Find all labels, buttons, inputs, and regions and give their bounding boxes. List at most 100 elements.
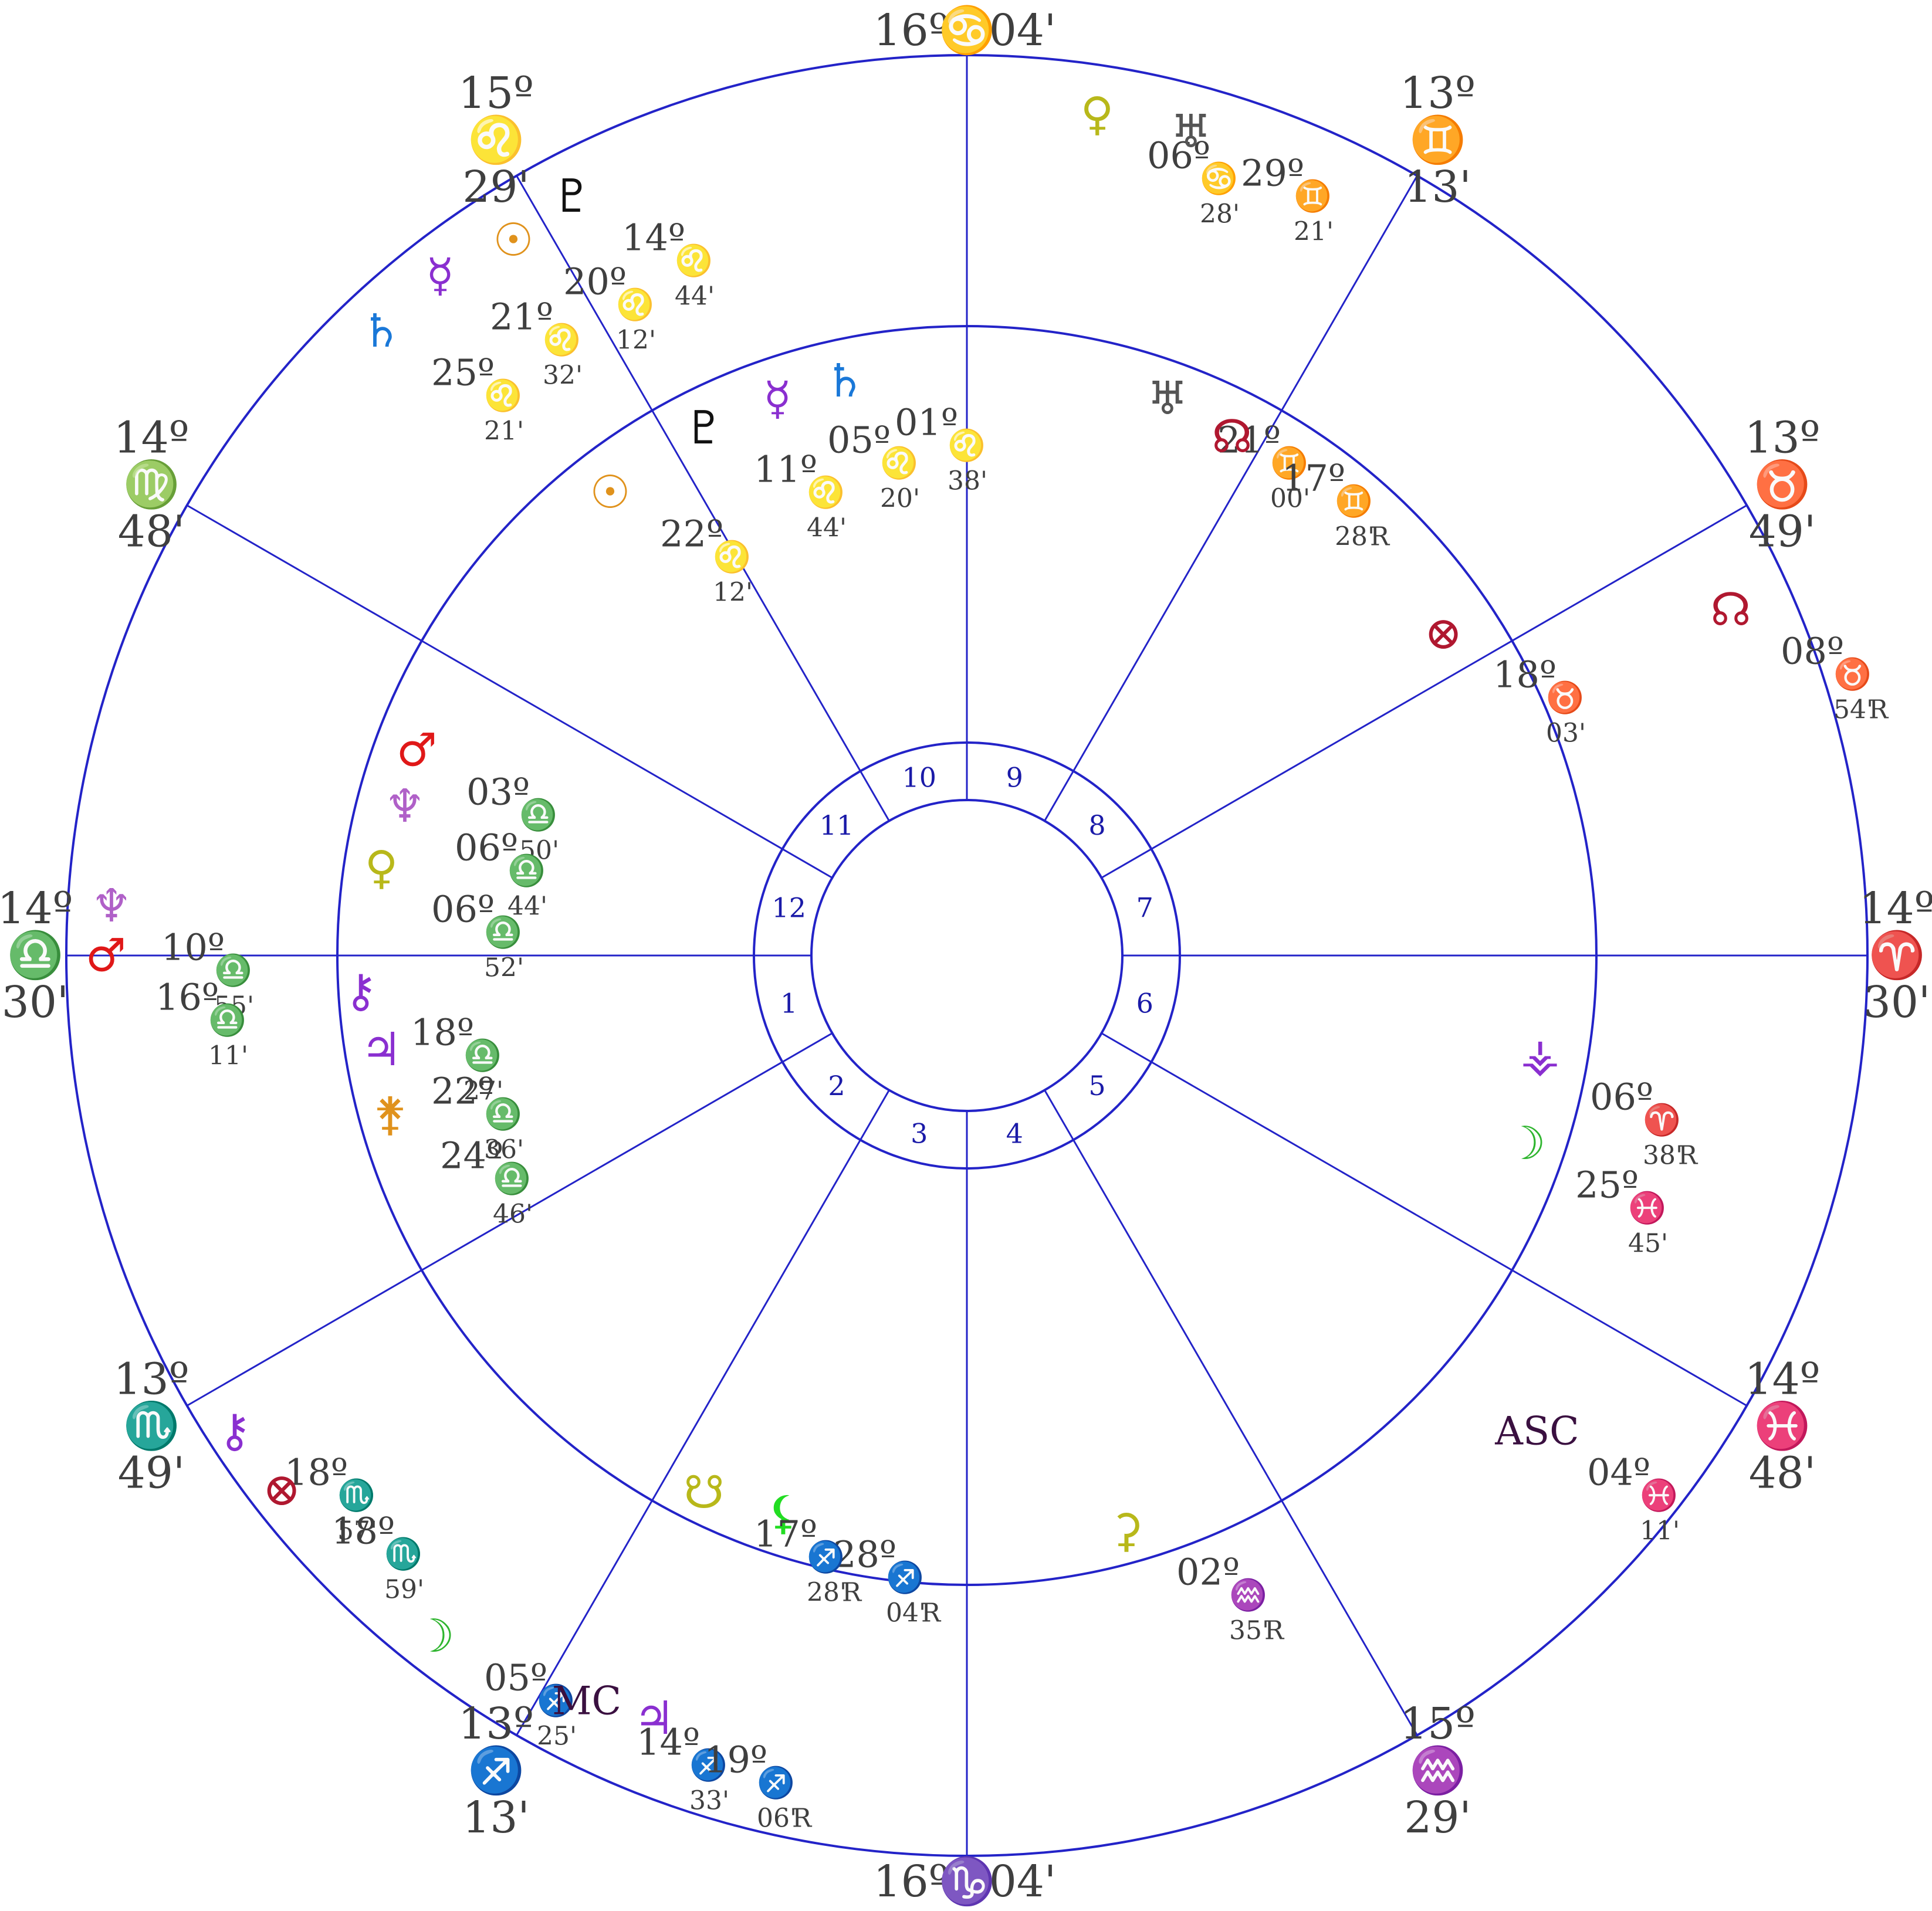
fortune-sign-icon: ♏ bbox=[384, 1536, 422, 1572]
mercury-sign-icon: ♌ bbox=[543, 322, 581, 358]
inner-body-vertex: ⚶06º♈38'R bbox=[1521, 1029, 1698, 1171]
inner-body-chiron: ⚷18º♎27' bbox=[344, 965, 503, 1106]
uranus-minute: 21' bbox=[1294, 217, 1334, 247]
mercury-icon: ☿ bbox=[426, 249, 454, 302]
southnode-degree: 17º bbox=[754, 1513, 817, 1556]
cusp-minute: 13' bbox=[1404, 162, 1471, 212]
chiron-sign-icon: ♎ bbox=[463, 1038, 502, 1073]
saturn-sign-icon: ♌ bbox=[484, 378, 522, 414]
inner-body-node: ☊17º♊28'R bbox=[1212, 411, 1390, 552]
moon-sign-icon: ♓ bbox=[1628, 1190, 1666, 1226]
neptune-degree: 10º bbox=[161, 926, 225, 969]
fortune-minute: 03' bbox=[1546, 719, 1586, 748]
cusp-sign-icon: ♐ bbox=[468, 1744, 525, 1797]
cusp-minute: 48' bbox=[118, 507, 185, 557]
southnode-minute: 28' bbox=[807, 1578, 847, 1608]
inner-body-mercury: ☿05º♌20' bbox=[763, 372, 920, 514]
outer-body-jupiter: ♃19º♐06'R bbox=[634, 1692, 813, 1834]
sun-sign-icon: ♌ bbox=[713, 539, 751, 575]
house-cusp-line bbox=[186, 504, 833, 879]
saturn-icon: ♄ bbox=[361, 305, 402, 358]
house-number-12: 12 bbox=[772, 892, 806, 924]
house-cusp-line bbox=[516, 1089, 890, 1736]
cusp-sign-icon: ♒ bbox=[1409, 1744, 1466, 1797]
pluto-icon: ♇ bbox=[684, 402, 725, 455]
ceres-degree: 02º bbox=[1176, 1551, 1240, 1594]
pluto-sign-icon: ♌ bbox=[807, 475, 845, 510]
node-sign-icon: ♉ bbox=[1833, 656, 1872, 692]
pluto-minute: 44' bbox=[675, 282, 715, 311]
inner-body-ceres: ⚳02º♒35'R bbox=[1109, 1505, 1285, 1646]
cusp-minute: 04' bbox=[989, 5, 1057, 56]
inner-body-fortune: ⊗18º♉03' bbox=[1424, 607, 1586, 748]
cusp-label: 16º♑04' bbox=[874, 1855, 1057, 1908]
venus-sign-icon: ♋ bbox=[1200, 161, 1238, 196]
jupiter-minute: 06' bbox=[757, 1804, 797, 1834]
mc-sign-icon: ♐ bbox=[689, 1747, 728, 1783]
cusp-sign-icon: ♎ bbox=[6, 929, 63, 982]
house-number-ring bbox=[753, 741, 1181, 1170]
uranus-icon: ♅ bbox=[1170, 106, 1212, 158]
inner-body-southnode: ☋17º♐28'R bbox=[684, 1466, 862, 1608]
southnode-icon: ☋ bbox=[684, 1466, 724, 1519]
fortune-sign-icon: ♉ bbox=[1546, 680, 1584, 716]
cusp-label: 14º♈30' bbox=[1859, 883, 1932, 1028]
cusp-label: 13º♊13' bbox=[1400, 68, 1476, 212]
mercury-minute: 20' bbox=[880, 484, 920, 514]
house-cusp-line bbox=[1044, 1089, 1418, 1736]
mars-icon: ♂ bbox=[85, 930, 126, 982]
cusp-label: 15º♌29' bbox=[458, 68, 534, 212]
venus-degree: 06º bbox=[1147, 134, 1210, 177]
cusp-degree: 15º bbox=[1400, 1699, 1476, 1749]
uranus-sign-icon: ♊ bbox=[1294, 178, 1332, 214]
moon-icon: ☽ bbox=[1505, 1117, 1546, 1170]
mars-degree: 03º bbox=[466, 771, 530, 814]
chiron-icon: ⚷ bbox=[218, 1405, 251, 1458]
chiron-minute: 27' bbox=[463, 1076, 503, 1106]
cusp-degree: 16º bbox=[874, 5, 949, 56]
mercury-minute: 32' bbox=[543, 361, 583, 391]
cusp-sign-icon: ♊ bbox=[1409, 114, 1466, 167]
vertex-icon: ⚶ bbox=[1521, 1029, 1559, 1082]
outer-ring-bodies: ♀06º♋28'♅29º♊21'♇14º♌44'☉20º♌12'☿21º♌32'… bbox=[85, 88, 1889, 1834]
uranus-sign-icon: ♊ bbox=[1270, 445, 1308, 481]
pluto-degree: 11º bbox=[754, 448, 817, 491]
saturn-degree: 25º bbox=[431, 351, 495, 394]
lilith-icon: ⚸ bbox=[766, 1487, 800, 1540]
cusp-minute: 48' bbox=[1749, 1448, 1816, 1499]
inner-body-lilith: ⚸28º♐04'R bbox=[766, 1487, 942, 1628]
cusp-sign-icon: ♌ bbox=[468, 114, 525, 167]
jupiter-degree: 22º bbox=[431, 1070, 495, 1113]
node-minute: 54' bbox=[1833, 695, 1873, 725]
pluto-sign-icon: ♌ bbox=[675, 243, 713, 279]
uranus-degree: 29º bbox=[1241, 152, 1304, 195]
cusp-label: 13º♏49' bbox=[114, 1354, 190, 1499]
cusp-minute: 30' bbox=[1863, 977, 1931, 1028]
outer-body-sun: ☉20º♌12' bbox=[493, 214, 656, 355]
saturn-minute: 21' bbox=[484, 416, 524, 446]
neptune-icon: ♆ bbox=[91, 880, 132, 933]
inner-body-saturn: ♄01º♌38' bbox=[824, 355, 987, 496]
asc-degree: 04º bbox=[1587, 1451, 1650, 1494]
cusp-minute: 29' bbox=[462, 162, 530, 212]
cusp-sign-icon: ♈ bbox=[1868, 929, 1925, 982]
house-number-10: 10 bbox=[902, 762, 936, 794]
jupiter-sign-icon: ♐ bbox=[757, 1765, 795, 1801]
jupiter-minute: 36' bbox=[484, 1135, 524, 1165]
ceres-sign-icon: ♒ bbox=[1229, 1577, 1267, 1613]
juno-sign-icon: ♎ bbox=[493, 1161, 531, 1197]
pluto-minute: 44' bbox=[807, 513, 847, 543]
cusp-degree: 14º bbox=[114, 413, 190, 463]
lilith-retrograde-tag: R bbox=[921, 1598, 942, 1628]
fortune-degree: 18º bbox=[331, 1510, 395, 1553]
node-minute: 28' bbox=[1335, 522, 1375, 552]
outer-body-venus: ♀06º♋28' bbox=[1080, 88, 1240, 229]
lilith-degree: 28º bbox=[833, 1533, 896, 1576]
inner-ring-bodies: ♅21º♊00'☊17º♊28'R☿05º♌20'♄01º♌38'♇11º♌44… bbox=[344, 355, 1698, 1646]
cusp-label: 13º♉49' bbox=[1744, 413, 1820, 557]
fortune-minute: 59' bbox=[384, 1575, 424, 1605]
cusp-degree: 15º bbox=[458, 68, 534, 118]
moon-sign-icon: ♐ bbox=[537, 1683, 575, 1719]
cusp-label: 15º♒29' bbox=[1400, 1699, 1476, 1843]
